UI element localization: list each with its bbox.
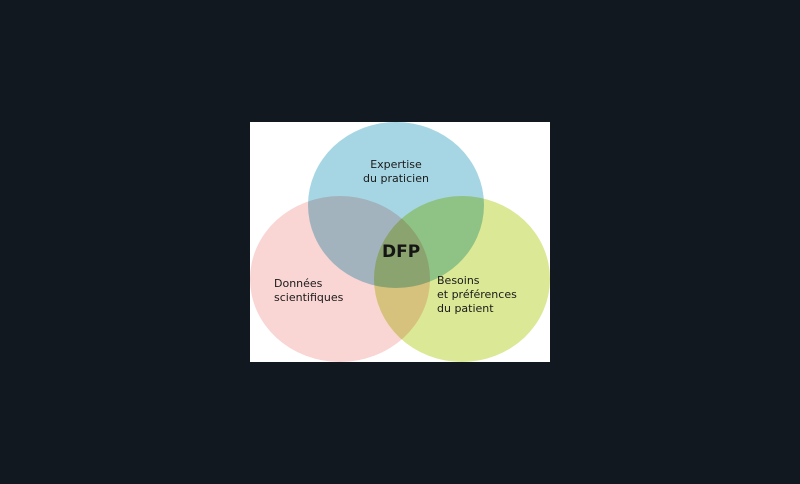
label-line: et préférences (437, 288, 517, 301)
label-donnees: Données scientifiques (274, 277, 343, 305)
circle-expertise (308, 122, 484, 288)
venn-diagram (250, 122, 550, 362)
label-line: du praticien (363, 172, 429, 185)
label-line: Expertise (370, 158, 422, 171)
venn-diagram-image: Expertise du praticien Données scientifi… (250, 122, 550, 362)
label-line: du patient (437, 302, 494, 315)
label-line: Données (274, 277, 323, 290)
label-expertise: Expertise du praticien (358, 158, 434, 186)
center-label: DFP (382, 242, 421, 262)
label-line: scientifiques (274, 291, 344, 304)
label-besoins: Besoins et préférences du patient (437, 274, 517, 316)
label-line: Besoins (437, 274, 480, 287)
